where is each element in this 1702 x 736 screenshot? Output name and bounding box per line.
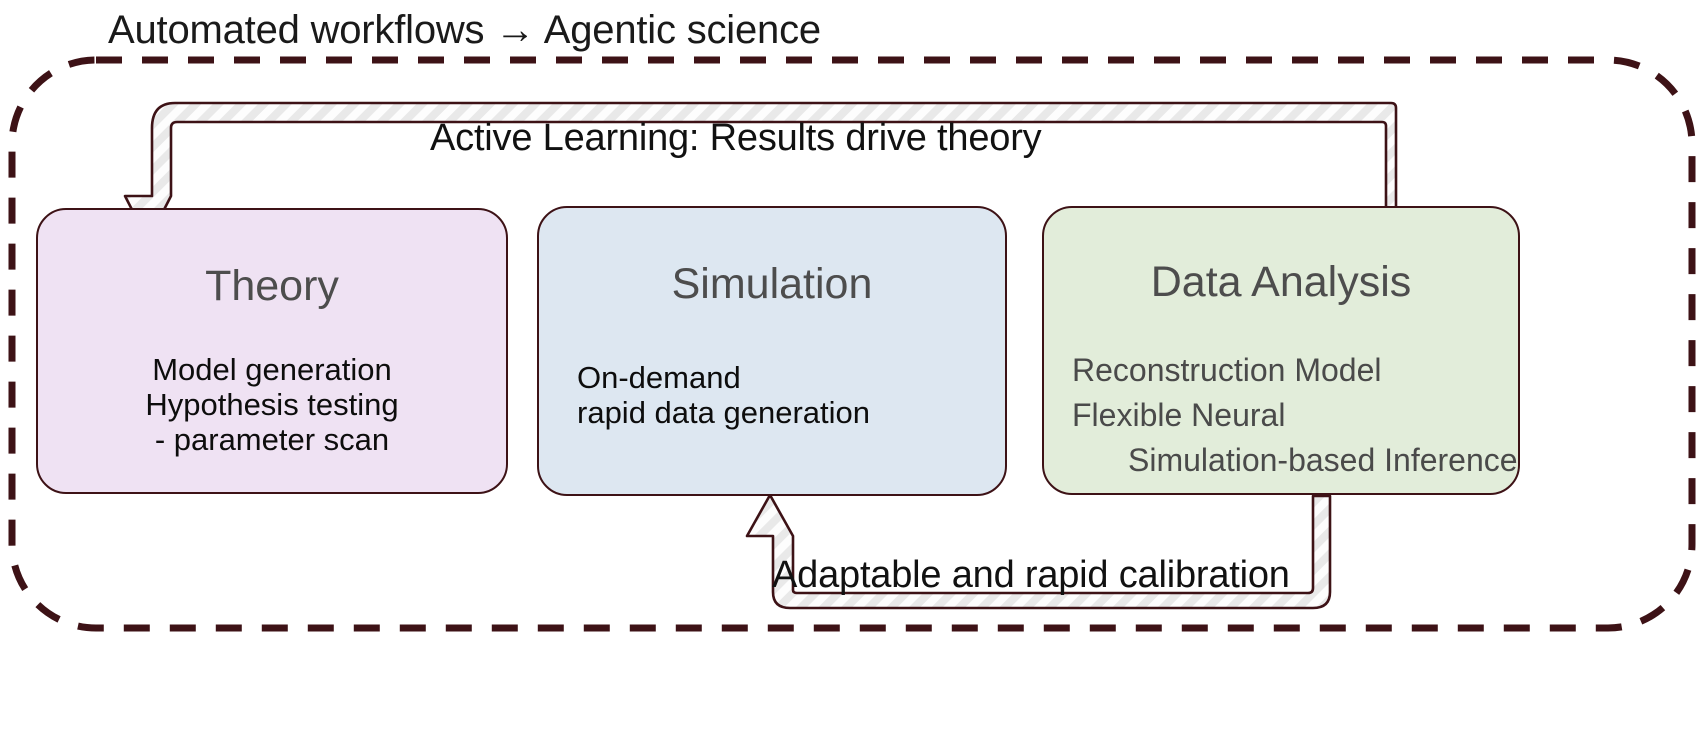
data-analysis-line-3: Simulation-based Inference	[1128, 441, 1518, 478]
process-box-data-analysis[interactable]: Data Analysis Reconstruction Model Flexi…	[1042, 206, 1520, 495]
page-title: Automated workflows → Agentic science	[108, 8, 821, 52]
data-analysis-body: Reconstruction Model Flexible Neural Sim…	[1072, 348, 1518, 482]
data-analysis-line-1: Reconstruction Model	[1072, 352, 1382, 388]
theory-line-3: - parameter scan	[154, 422, 390, 458]
simulation-body: On-demand rapid data generation	[577, 360, 967, 430]
theory-line-2: Hypothesis testing	[145, 387, 399, 423]
process-box-simulation[interactable]: Simulation On-demand rapid data generati…	[537, 206, 1007, 496]
theory-heading: Theory	[205, 262, 339, 310]
simulation-line-1: On-demand	[577, 360, 741, 395]
active-learning-label: Active Learning: Results drive theory	[430, 117, 1042, 159]
simulation-heading: Simulation	[671, 260, 873, 308]
theory-line-1: Model generation	[152, 352, 392, 387]
data-analysis-heading: Data Analysis	[1150, 258, 1412, 306]
process-box-theory[interactable]: Theory Model generation Hypothesis testi…	[36, 208, 508, 494]
data-analysis-line-2: Flexible Neural	[1072, 396, 1286, 433]
simulation-line-2: rapid data generation	[577, 395, 871, 431]
automated-workflow-boundary	[8, 56, 1696, 632]
theory-body: Model generation Hypothesis testing - pa…	[38, 352, 506, 457]
calibration-label: Adaptable and rapid calibration	[772, 554, 1290, 596]
